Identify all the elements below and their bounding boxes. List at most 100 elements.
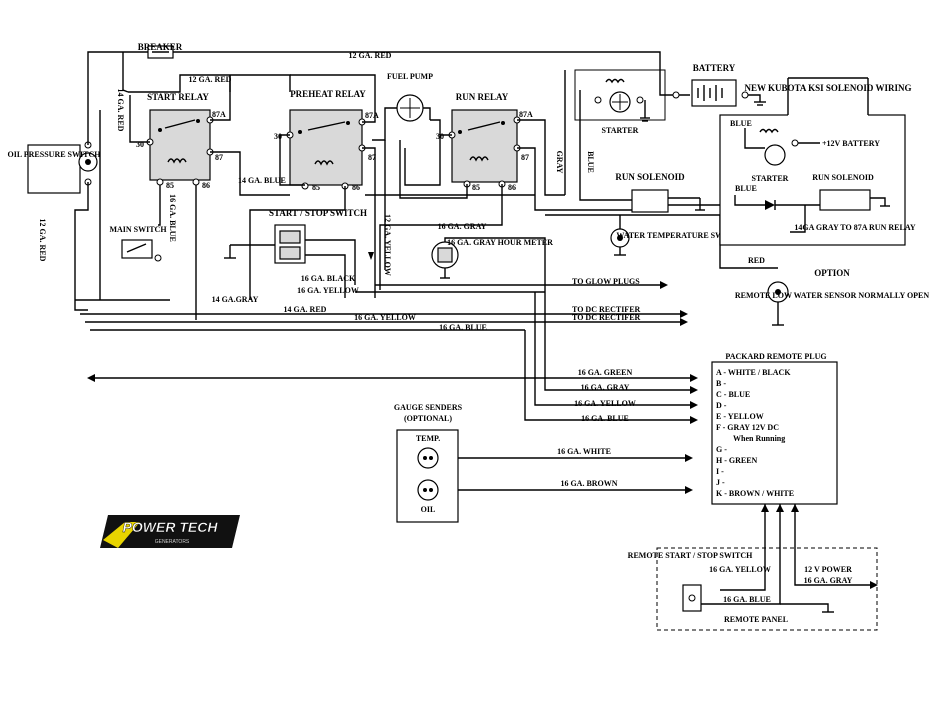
battery-label: BATTERY: [693, 63, 736, 73]
terminal-87a: 87A: [212, 110, 226, 119]
output-wires: [87, 281, 698, 494]
terminal-86: 86: [508, 183, 516, 192]
kubota-title: NEW KUBOTA KSI SOLENOID WIRING: [744, 83, 911, 93]
packard-pin: J -: [716, 478, 725, 487]
start-stop-label: START / STOP SWITCH: [269, 208, 367, 218]
wire-label: 12 GA. RED: [189, 75, 232, 84]
wire-label: 16 GA. GREEN: [578, 368, 633, 377]
remote-panel: REMOTE START / STOP SWITCH 16 GA. YELLOW…: [628, 547, 878, 631]
run-relay-label: RUN RELAY: [456, 92, 509, 102]
terminal-87: 87: [215, 153, 223, 162]
logo-text: POWER TECH: [123, 519, 219, 535]
start-relay: START RELAY 87A 30 87 85 86: [136, 92, 226, 190]
preheat-relay-label: PREHEAT RELAY: [290, 89, 366, 99]
oil-pressure-switch: OIL PRESSURE SWITCH: [8, 141, 101, 194]
wire-label: TO DC RECTIFER: [572, 305, 641, 314]
terminal-86: 86: [202, 181, 210, 190]
packard-pin: F - GRAY 12V DC: [716, 423, 779, 432]
packard-pin: A - WHITE / BLACK: [716, 368, 791, 377]
run-solenoid: RUN SOLENOID: [615, 172, 720, 213]
red-option-label: RED: [748, 256, 765, 265]
kubota-inset: NEW KUBOTA KSI SOLENOID WIRING BLUE +12V…: [719, 77, 916, 246]
wire-label: 14 GA. RED: [284, 305, 327, 314]
kubota-blue2-label: BLUE: [735, 184, 757, 193]
fuel-pump-label: FUEL PUMP: [387, 72, 433, 81]
wire-label: 14 GA. RED: [116, 89, 125, 132]
packard-pin: B -: [716, 379, 726, 388]
wire-label: GRAY: [555, 151, 564, 174]
wire-label: 16 GA. BROWN: [560, 479, 617, 488]
run-relay: RUN RELAY 87A 30 87 85 86: [436, 92, 533, 192]
terminal-85: 85: [472, 183, 480, 192]
remote-gray-label: 16 GA. GRAY: [804, 576, 853, 585]
packard-pin: I -: [716, 467, 724, 476]
packard-pin: When Running: [733, 434, 785, 443]
wire-label: 14 GA.GRAY: [212, 295, 259, 304]
wire-label: 16 GA. GRAY: [581, 383, 630, 392]
gauge-senders: GAUGE SENDERS (OPTIONAL) TEMP. OIL: [394, 403, 463, 523]
option-label: OPTION: [814, 268, 850, 278]
terminal-87a: 87A: [365, 111, 379, 120]
powertech-logo: POWER TECH GENERATORS: [100, 515, 240, 548]
hour-meter-label: 16 GA. GRAY HOUR METER: [447, 238, 553, 247]
wire-label: 16 GA. WHITE: [557, 447, 611, 456]
terminal-30: 30: [274, 132, 282, 141]
packard-pin: K - BROWN / WHITE: [716, 489, 794, 498]
remote-blue-label: 16 GA. BLUE: [723, 595, 771, 604]
packard-pin: G -: [716, 445, 727, 454]
low-water-label: REMOTE LOW WATER SENSOR NORMALLY OPEN: [735, 291, 930, 300]
wire-label: 12 GA. RED: [349, 51, 392, 60]
wire-label: 16 GA. BLACK: [301, 274, 356, 283]
packard-pin: H - GREEN: [716, 456, 758, 465]
terminal-85: 85: [166, 181, 174, 190]
remote-title: REMOTE START / STOP SWITCH: [628, 551, 753, 560]
temp-label: TEMP.: [416, 434, 440, 443]
kubota-run-solenoid-label: RUN SOLENOID: [812, 173, 874, 182]
low-water-sensor: RED OPTION REMOTE LOW WATER SENSOR NORMA…: [735, 256, 930, 326]
wire-label: TO GLOW PLUGS: [572, 277, 640, 286]
wire-label: 16 GA. YELLOW: [574, 399, 636, 408]
start-stop-switch: START / STOP SWITCH: [224, 208, 374, 298]
start-relay-label: START RELAY: [147, 92, 209, 102]
wire-label: 16 GA. GRAY: [438, 222, 487, 231]
preheat-relay: PREHEAT RELAY 87A 30 87 85 86: [274, 89, 379, 192]
wire-label: 16 GA. YELLOW: [354, 313, 416, 322]
starter-label: STARTER: [602, 126, 639, 135]
hour-meter: 16 GA. GRAY HOUR METER: [431, 237, 553, 330]
wire-label: 12 GA. RED: [38, 219, 47, 262]
packard-pin: E - YELLOW: [716, 412, 764, 421]
terminal-87a: 87A: [519, 110, 533, 119]
kubota-blue-label: BLUE: [730, 119, 752, 128]
left-wiring: [74, 45, 690, 331]
terminal-87: 87: [521, 153, 529, 162]
main-switch-label: MAIN SWITCH: [109, 225, 167, 234]
packard-pin: C - BLUE: [716, 390, 750, 399]
remote-power-label: 12 V POWER: [804, 565, 852, 574]
remote-panel-label: REMOTE PANEL: [724, 615, 788, 624]
starter-assembly: STARTER: [574, 69, 666, 135]
gauge-senders-label: GAUGE SENDERS: [394, 403, 463, 412]
wire-label: 16 GA. YELLOW: [297, 286, 359, 295]
terminal-30: 30: [136, 140, 144, 149]
wire-labels: 12 GA. RED 12 GA. RED 12 GA. RED 14 GA. …: [38, 42, 641, 488]
breaker-label: BREAKER: [138, 42, 183, 52]
packard-pin: D -: [716, 401, 727, 410]
wire-label: 12 GA. YELLOW: [383, 214, 392, 276]
kubota-starter-label: STARTER: [752, 174, 789, 183]
wire-label: 14 GA. BLUE: [238, 176, 286, 185]
wire-label: TO DC RECTIFER: [572, 313, 641, 322]
gauge-optional-label: (OPTIONAL): [404, 414, 452, 423]
main-switch: MAIN SWITCH: [109, 225, 167, 262]
water-temp-label: WATER TEMPERATURE SWITCH: [616, 231, 744, 240]
remote-yellow-label: 16 GA. YELLOW: [709, 565, 771, 574]
kubota-battery-label: +12V BATTERY: [822, 139, 880, 148]
wire-label: 16 GA. BLUE: [439, 323, 487, 332]
terminal-86: 86: [352, 183, 360, 192]
oil-label: OIL: [421, 505, 436, 514]
relay-wiring: [129, 70, 632, 320]
wire-label: 16 GA. BLUE: [581, 414, 629, 423]
terminal-85: 85: [312, 183, 320, 192]
run-solenoid-label: RUN SOLENOID: [615, 172, 685, 182]
